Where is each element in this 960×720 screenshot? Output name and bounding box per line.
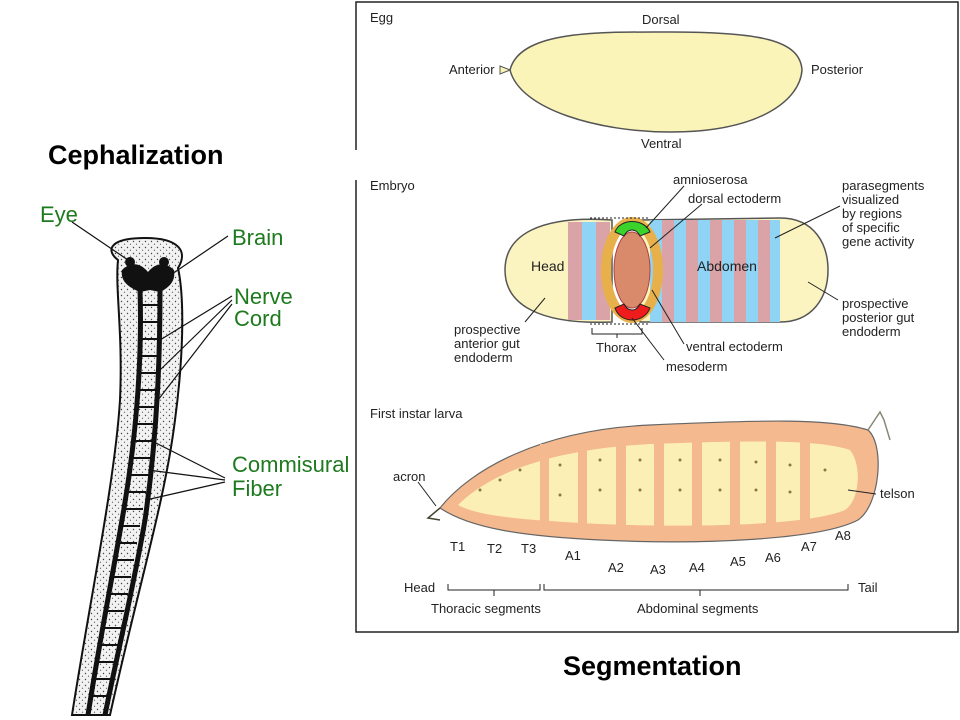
label-mesoderm: mesoderm: [666, 359, 727, 374]
larva-denticles: [478, 458, 827, 497]
label-prospective-posterior-3: endoderm: [842, 324, 901, 339]
label-nerve: Nerve: [234, 284, 293, 309]
label-embryo-abdomen: Abdomen: [697, 258, 757, 274]
label-amnioserosa: amnioserosa: [673, 172, 748, 187]
worm-commissural-fibers: [91, 304, 160, 697]
label-thoracic-segments: Thoracic segments: [431, 601, 541, 616]
label-a3: A3: [650, 562, 666, 577]
label-parasegments-3: by regions: [842, 206, 902, 221]
embryo-mesoderm: [614, 303, 651, 321]
label-ventral-ectoderm: ventral ectoderm: [686, 339, 783, 354]
egg-anterior: Anterior: [449, 62, 495, 77]
label-a6: A6: [765, 550, 781, 565]
larva-segment-bands: [540, 438, 810, 528]
cephalization-heading: Cephalization: [48, 140, 224, 170]
egg-diagram: [499, 31, 803, 133]
label-prospective-posterior-1: prospective: [842, 296, 908, 311]
flatworm-illustration: [70, 221, 233, 716]
label-telson: telson: [880, 486, 915, 501]
label-t3: T3: [521, 541, 536, 556]
label-a1: A1: [565, 548, 581, 563]
label-a7: A7: [801, 539, 817, 554]
label-thorax: Thorax: [596, 340, 637, 355]
worm-leader-lines: [71, 221, 233, 501]
label-prospective-posterior-2: posterior gut: [842, 310, 915, 325]
label-prospective-anterior-2: anterior gut: [454, 336, 520, 351]
label-larva-head: Head: [404, 580, 435, 595]
label-t2: T2: [487, 541, 502, 556]
larva-mouthparts: [426, 507, 441, 521]
label-fiber: Fiber: [232, 476, 282, 501]
label-dorsal-ectoderm: dorsal ectoderm: [688, 191, 781, 206]
egg-shape: [509, 31, 803, 133]
worm-brain: [121, 264, 175, 292]
label-commisural: Commisural: [232, 452, 349, 477]
embryo-amnioserosa: [614, 221, 651, 237]
label-a2: A2: [608, 560, 624, 575]
egg-title: Egg: [370, 10, 393, 25]
larva-spiracle: [867, 410, 891, 441]
worm-nerve-cord-left: [85, 289, 143, 716]
label-prospective-anterior-3: endoderm: [454, 350, 513, 365]
embryo-diagram: [504, 185, 841, 361]
label-cord: Cord: [234, 306, 282, 331]
label-a4: A4: [689, 560, 705, 575]
label-t1: T1: [450, 539, 465, 554]
egg-dorsal: Dorsal: [642, 12, 680, 27]
larva-diagram: [417, 410, 891, 596]
egg-ventral: Ventral: [641, 136, 682, 151]
embryo-title: Embryo: [370, 178, 415, 193]
label-a5: A5: [730, 554, 746, 569]
egg-micropyle: [499, 65, 512, 75]
label-eye: Eye: [40, 202, 78, 227]
label-parasegments-2: visualized: [842, 192, 899, 207]
label-a8: A8: [835, 528, 851, 543]
segmentation-heading: Segmentation: [563, 651, 742, 681]
label-parasegments-1: parasegments: [842, 178, 925, 193]
larva-title: First instar larva: [370, 406, 463, 421]
label-abdominal-segments: Abdominal segments: [637, 601, 759, 616]
worm-nerve-cord-right: [102, 289, 163, 716]
label-acron: acron: [393, 469, 426, 484]
label-brain: Brain: [232, 225, 283, 250]
worm-eye-right: [159, 257, 169, 267]
label-embryo-head: Head: [531, 258, 564, 274]
egg-posterior: Posterior: [811, 62, 864, 77]
label-prospective-anterior-1: prospective: [454, 322, 520, 337]
label-parasegments-4: of specific: [842, 220, 900, 235]
label-larva-tail: Tail: [858, 580, 878, 595]
label-parasegments-5: gene activity: [842, 234, 915, 249]
